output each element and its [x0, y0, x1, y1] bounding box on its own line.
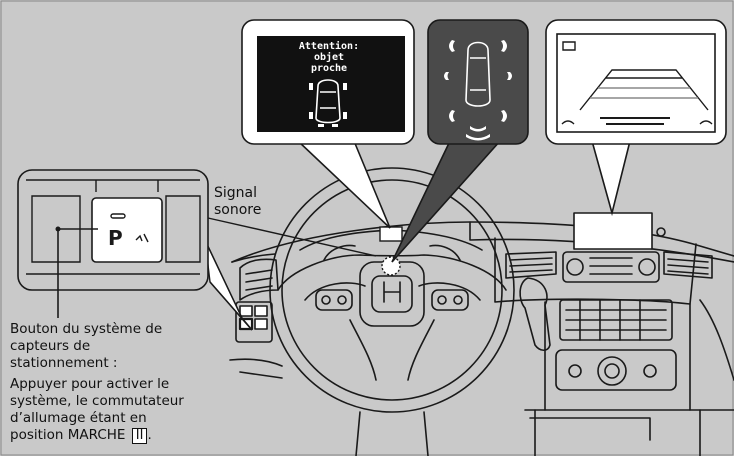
button-desc-line-4: position MARCHE II.: [10, 427, 152, 444]
warning-line-1: Attention:: [298, 41, 360, 52]
air-vent-center-right: [663, 251, 713, 279]
air-vent-center-left: [505, 251, 557, 279]
button-label: Bouton du système de capteurs de station…: [10, 321, 225, 372]
car-top-view-icon: [465, 41, 491, 107]
navigation-screen: [573, 212, 653, 250]
sensor-waves-icon: [135, 233, 149, 243]
button-desc-line-2: système, le commutateur: [10, 393, 184, 409]
button-label-line-3: stationnement :: [10, 355, 118, 371]
rear-camera-screen: [556, 33, 716, 133]
button-desc-line-1: Appuyer pour activer le: [10, 376, 170, 392]
position-text: position MARCHE: [10, 427, 126, 443]
callout-warning-screen: [241, 19, 415, 229]
honda-logo-icon: [383, 281, 401, 303]
signal-label-line-1: Signal: [214, 185, 258, 201]
signal-label: Signal sonore: [214, 185, 304, 219]
steering-wheel-outer: [269, 167, 515, 413]
warning-screen: [257, 36, 405, 132]
inset-button-panel: [17, 169, 253, 331]
switch-panel: [235, 301, 273, 343]
button-description: Appuyer pour activer le système, le comm…: [10, 376, 225, 444]
gear-shifter: [519, 277, 551, 352]
ignition-position-badge: II: [131, 428, 148, 444]
warning-line-3: proche: [310, 63, 348, 74]
camera-icon: [562, 41, 576, 51]
parking-sensor-button: [91, 197, 163, 263]
button-desc-line-3: d’allumage étant en: [10, 410, 147, 426]
signal-label-line-2: sonore: [214, 202, 262, 218]
signal-leader-line: [207, 217, 377, 257]
warning-message: Attention: objet proche: [279, 41, 379, 74]
parking-guide-lines: [579, 69, 709, 111]
warning-line-2: objet: [313, 52, 345, 63]
callout-sensor-indicator: [391, 19, 529, 263]
callout-rear-camera-screen: [545, 19, 727, 217]
button-label-line-1: Bouton du système de: [10, 321, 163, 337]
button-icon-text: P: [108, 226, 123, 250]
button-label-line-2: capteurs de: [10, 338, 91, 354]
